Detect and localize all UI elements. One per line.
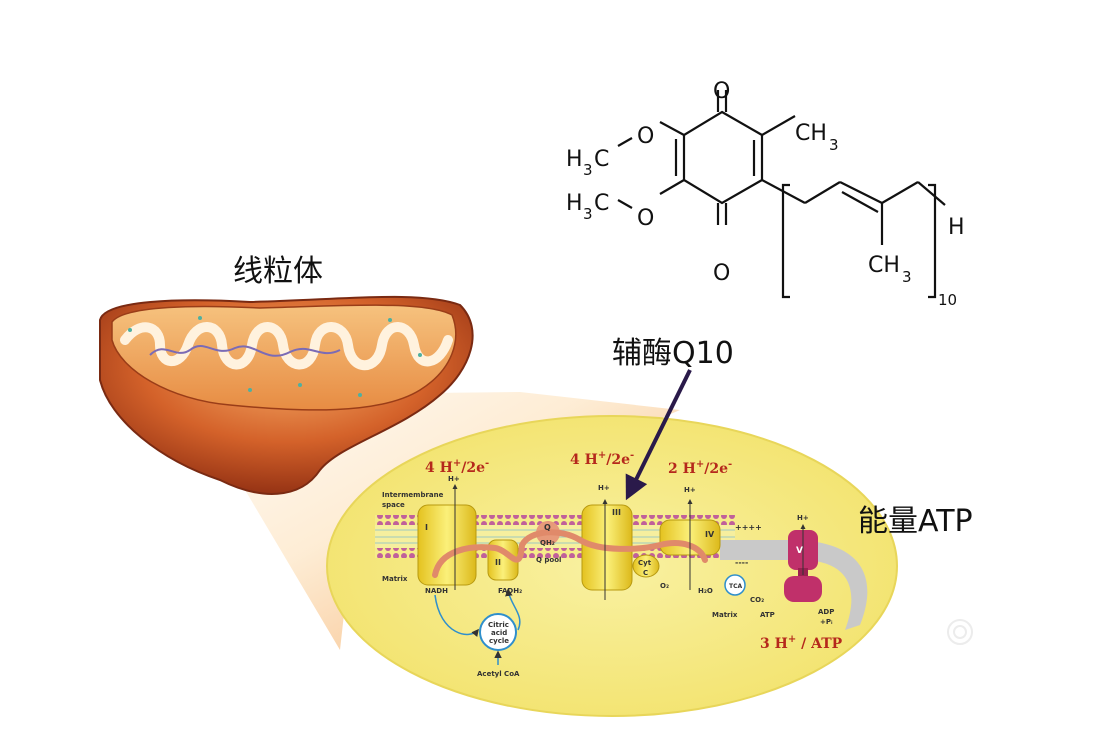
svg-text:H₂O: H₂O [698,587,713,595]
svg-text:Matrix: Matrix [712,611,738,619]
svg-text:QH₂: QH₂ [540,539,555,547]
svg-text:CO₂: CO₂ [750,596,764,604]
svg-text:TCA: TCA [729,583,742,590]
methoxy-upper-H: H [566,147,583,172]
svg-text:H+: H+ [598,484,610,492]
svg-text:H+: H+ [684,486,696,494]
etc-labels: Intermembrane space Matrix Matrix H+ H+ … [382,475,834,678]
label-energy-atp: 能量ATP [858,504,973,539]
mitochondrion-granules [128,316,422,397]
atom-O-lower: O [637,206,654,231]
atom-O-top: O [713,79,730,104]
svg-text:cycle: cycle [489,637,509,645]
svg-text:III: III [612,508,621,517]
svg-text:C: C [643,569,648,577]
svg-text:IV: IV [705,530,715,539]
svg-text:acid: acid [491,629,507,637]
label-coenzyme-q10: 辅酶Q10 [612,336,734,371]
atom-O-upper: O [637,124,654,149]
svg-text:Cyt: Cyt [638,559,652,567]
chain-methyl-sub: 3 [902,268,912,286]
cyt-c [632,554,660,578]
proton-arrows [452,484,806,600]
svg-text:----: ---- [735,558,748,567]
label-mitochondria: 线粒体 [233,254,323,289]
coq10-atoms: O O O O CH 3 H 3 C H 3 C CH 3 H 10 [566,79,965,309]
svg-text:4 H+/2e-: 4 H+/2e- [570,450,634,468]
methyl-upper-sub: 3 [829,136,839,154]
svg-text:Matrix: Matrix [382,575,408,583]
svg-text:V: V [796,546,803,556]
svg-text:Acetyl CoA: Acetyl CoA [477,670,520,678]
tca-circle [724,574,746,596]
methoxy-upper-H-sub: 3 [583,161,593,179]
chain-end-H: H [948,215,965,240]
svg-text:++++: ++++ [735,523,762,532]
svg-text:Q pool: Q pool [536,556,561,564]
svg-text:H+: H+ [797,514,809,522]
complex-I [417,504,477,586]
mitochondrion [99,295,474,495]
electron-path [432,529,708,578]
svg-text:O₂: O₂ [660,582,669,590]
svg-text:2 H+/2e-: 2 H+/2e- [668,459,732,477]
svg-text:4 H+/2e-: 4 H+/2e- [425,458,489,476]
svg-text:+Pᵢ: +Pᵢ [820,618,833,626]
mitochondrion-dna [149,345,341,357]
svg-text:H+: H+ [448,475,460,483]
coq10-structure [617,90,946,299]
svg-text:Q: Q [544,523,551,532]
citric-acid-cycle [434,588,521,665]
svg-text:FADH₂: FADH₂ [498,587,522,595]
mitochondrion-cristae [120,322,453,371]
atp-synthase-channel [720,540,868,630]
etc-stoichiometry: 4 H+/2e- 4 H+/2e- 2 H+/2e- 3 H+ / ATP [425,450,843,652]
chain-methyl: CH [868,253,900,278]
methoxy-lower-H: H [566,191,583,216]
svg-text:II: II [495,558,501,567]
methyl-upper: CH [795,121,827,146]
coq10-pointer-arrow [625,369,692,501]
svg-text:ADP: ADP [818,608,834,616]
svg-text:ATP: ATP [760,611,775,619]
svg-text:space: space [382,501,405,509]
svg-text:I: I [425,523,428,532]
methoxy-lower-C: C [594,191,609,216]
repeat-count: 10 [938,291,957,309]
methoxy-upper-C: C [594,147,609,172]
svg-text:NADH: NADH [425,587,448,595]
svg-text:3 H+ / ATP: 3 H+ / ATP [760,634,843,652]
methoxy-lower-H-sub: 3 [583,205,593,223]
svg-text:Intermembrane: Intermembrane [382,491,444,499]
svg-text:Citric: Citric [488,621,509,629]
atom-O-bottom: O [713,261,730,286]
